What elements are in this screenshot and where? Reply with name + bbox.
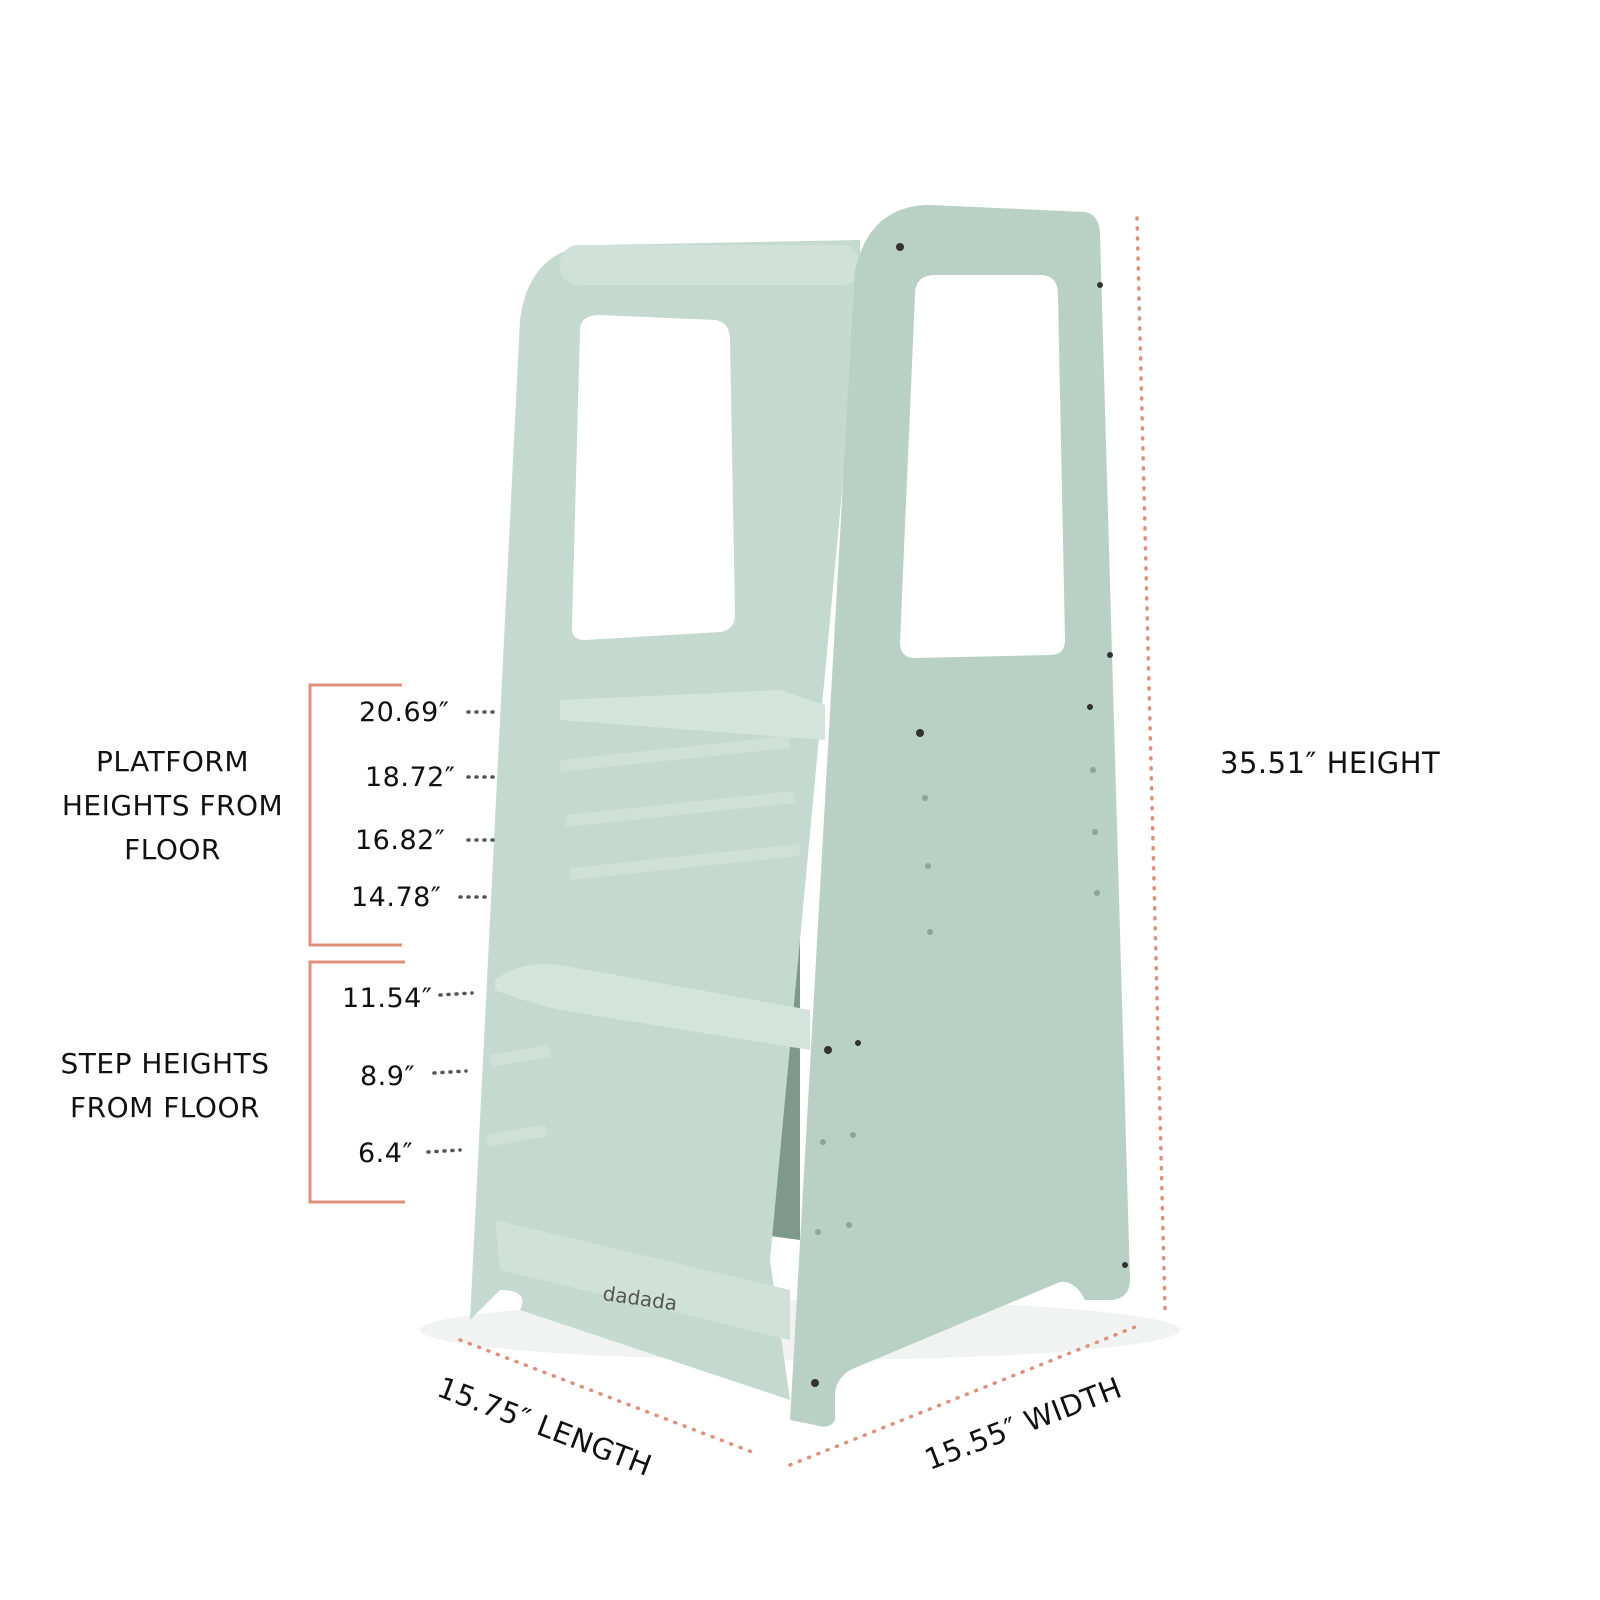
- left-side-panel: [470, 240, 860, 1400]
- leader-dots: [426, 710, 502, 1154]
- left-window-cutout: [571, 315, 735, 640]
- platform-height-label: 16.82″: [355, 825, 446, 856]
- step-heights-title: STEP HEIGHTS FROM FLOOR: [40, 1042, 290, 1130]
- title-line: HEIGHTS FROM: [61, 789, 284, 822]
- platform-heights-title: PLATFORM HEIGHTS FROM FLOOR: [40, 740, 305, 872]
- platform: [560, 690, 825, 740]
- platform-height-label: 20.69″: [359, 697, 450, 728]
- bottom-crossbar: [495, 1220, 790, 1340]
- title-line: FROM FLOOR: [70, 1091, 260, 1124]
- top-handrail: [560, 245, 860, 285]
- length-dimension-line: [458, 1338, 754, 1454]
- title-line: FLOOR: [124, 833, 221, 866]
- title-line: PLATFORM: [96, 745, 249, 778]
- step-height-label: 11.54″: [342, 983, 433, 1014]
- right-window-cutout: [900, 275, 1065, 658]
- platform-height-label: 18.72″: [365, 762, 456, 793]
- adjustment-holes: [815, 767, 1100, 1235]
- platform-height-label: 14.78″: [351, 882, 442, 913]
- width-dimension-line: [788, 1323, 1142, 1467]
- title-line: STEP HEIGHTS: [60, 1047, 270, 1080]
- step: [495, 964, 810, 1050]
- screw-holes: [811, 243, 1128, 1387]
- height-dimension-label: 35.51″ HEIGHT: [1220, 746, 1441, 780]
- step-bracket: [308, 960, 405, 1204]
- height-dimension-line: [1135, 216, 1167, 1312]
- platform-bracket: [308, 683, 402, 947]
- adjustment-rails: [485, 735, 800, 1147]
- step-height-label: 8.9″: [360, 1061, 416, 1092]
- step-height-label: 6.4″: [358, 1138, 414, 1169]
